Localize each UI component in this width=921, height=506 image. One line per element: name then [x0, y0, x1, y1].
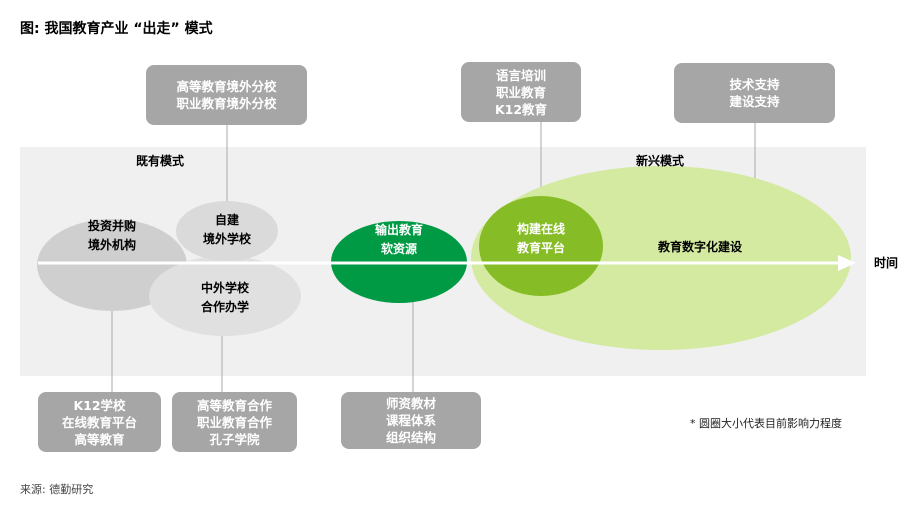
circle-label: 投资并购境外机构	[87, 219, 136, 252]
page-title: 图: 我国教育产业 “出走” 模式	[20, 21, 213, 37]
circle-label: 输出教育软资源	[374, 223, 423, 256]
circle-self-built	[176, 201, 278, 261]
circle-online-platform	[479, 196, 603, 296]
circle-label: 构建在线教育平台	[516, 222, 565, 255]
top-box: 技术支持建设支持	[674, 63, 835, 123]
bottom-box: 师资教材课程体系组织结构	[341, 392, 481, 449]
axis-label: 时间	[873, 256, 898, 270]
source-note: 来源: 德勤研究	[20, 483, 94, 496]
circle-joint-school	[149, 256, 301, 336]
circle-label: 中外学校合作办学	[200, 281, 249, 314]
arrow-icon	[838, 255, 856, 271]
circle-acquisition	[37, 219, 187, 311]
circle-label: 教育数字化建设	[657, 240, 742, 254]
circle-label: 自建境外学校	[202, 213, 251, 246]
existing-mode-label: 既有模式	[135, 154, 184, 168]
footnote: * 圆圈大小代表目前影响力程度	[690, 417, 842, 430]
bottom-box: 高等教育合作职业教育合作孔子学院	[172, 392, 297, 452]
top-box: 高等教育境外分校职业教育境外分校	[146, 65, 307, 125]
emerging-mode-label: 新兴模式	[635, 154, 684, 168]
bottom-box: K12学校在线教育平台高等教育	[38, 392, 161, 452]
